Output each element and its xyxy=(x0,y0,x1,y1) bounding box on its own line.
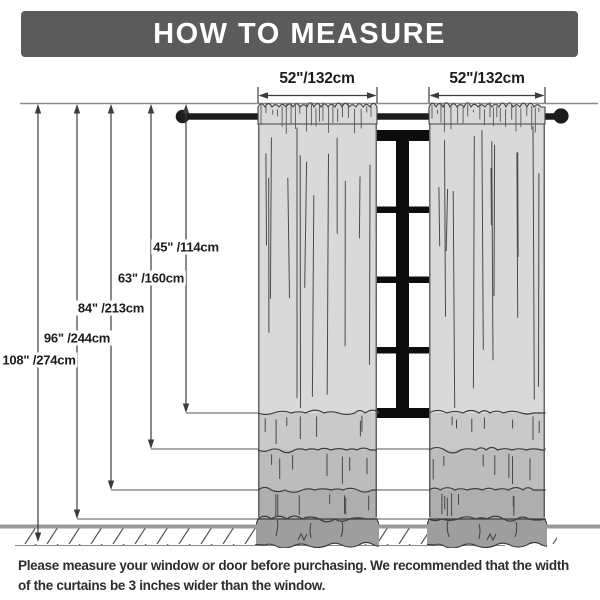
width-arrow-left xyxy=(257,87,378,103)
width-label-left: 52"/132cm xyxy=(279,70,355,87)
curtain-panel-left xyxy=(256,102,379,548)
length-line-108 xyxy=(34,104,42,542)
window-frame xyxy=(372,130,432,418)
width-label-right: 52"/132cm xyxy=(449,70,525,87)
length-label-84: 84" /213cm xyxy=(75,300,147,316)
measure-note: Please measure your window or door befor… xyxy=(18,556,590,596)
length-label-63: 63" /160cm xyxy=(115,270,187,286)
measure-note-line1: Please measure your window or door befor… xyxy=(18,558,569,573)
length-label-45: 45" /114cm xyxy=(151,239,221,255)
width-arrow-right xyxy=(428,87,546,103)
rod-finial-right xyxy=(553,108,569,124)
length-label-108: 108" /274cm xyxy=(0,352,78,368)
length-line-45 xyxy=(182,104,190,413)
curtain-panel-right xyxy=(427,102,547,548)
curtain-puddle-left xyxy=(256,518,379,548)
length-label-96: 96" /244cm xyxy=(41,330,113,346)
header-banner: HOW TO MEASURE xyxy=(21,11,578,57)
window-mullion xyxy=(396,130,409,418)
length-line-84 xyxy=(107,104,115,490)
measure-note-line2: of the curtains be 3 inches wider than t… xyxy=(18,578,326,593)
page-title: HOW TO MEASURE xyxy=(153,17,446,50)
curtain-body-right xyxy=(427,120,547,548)
